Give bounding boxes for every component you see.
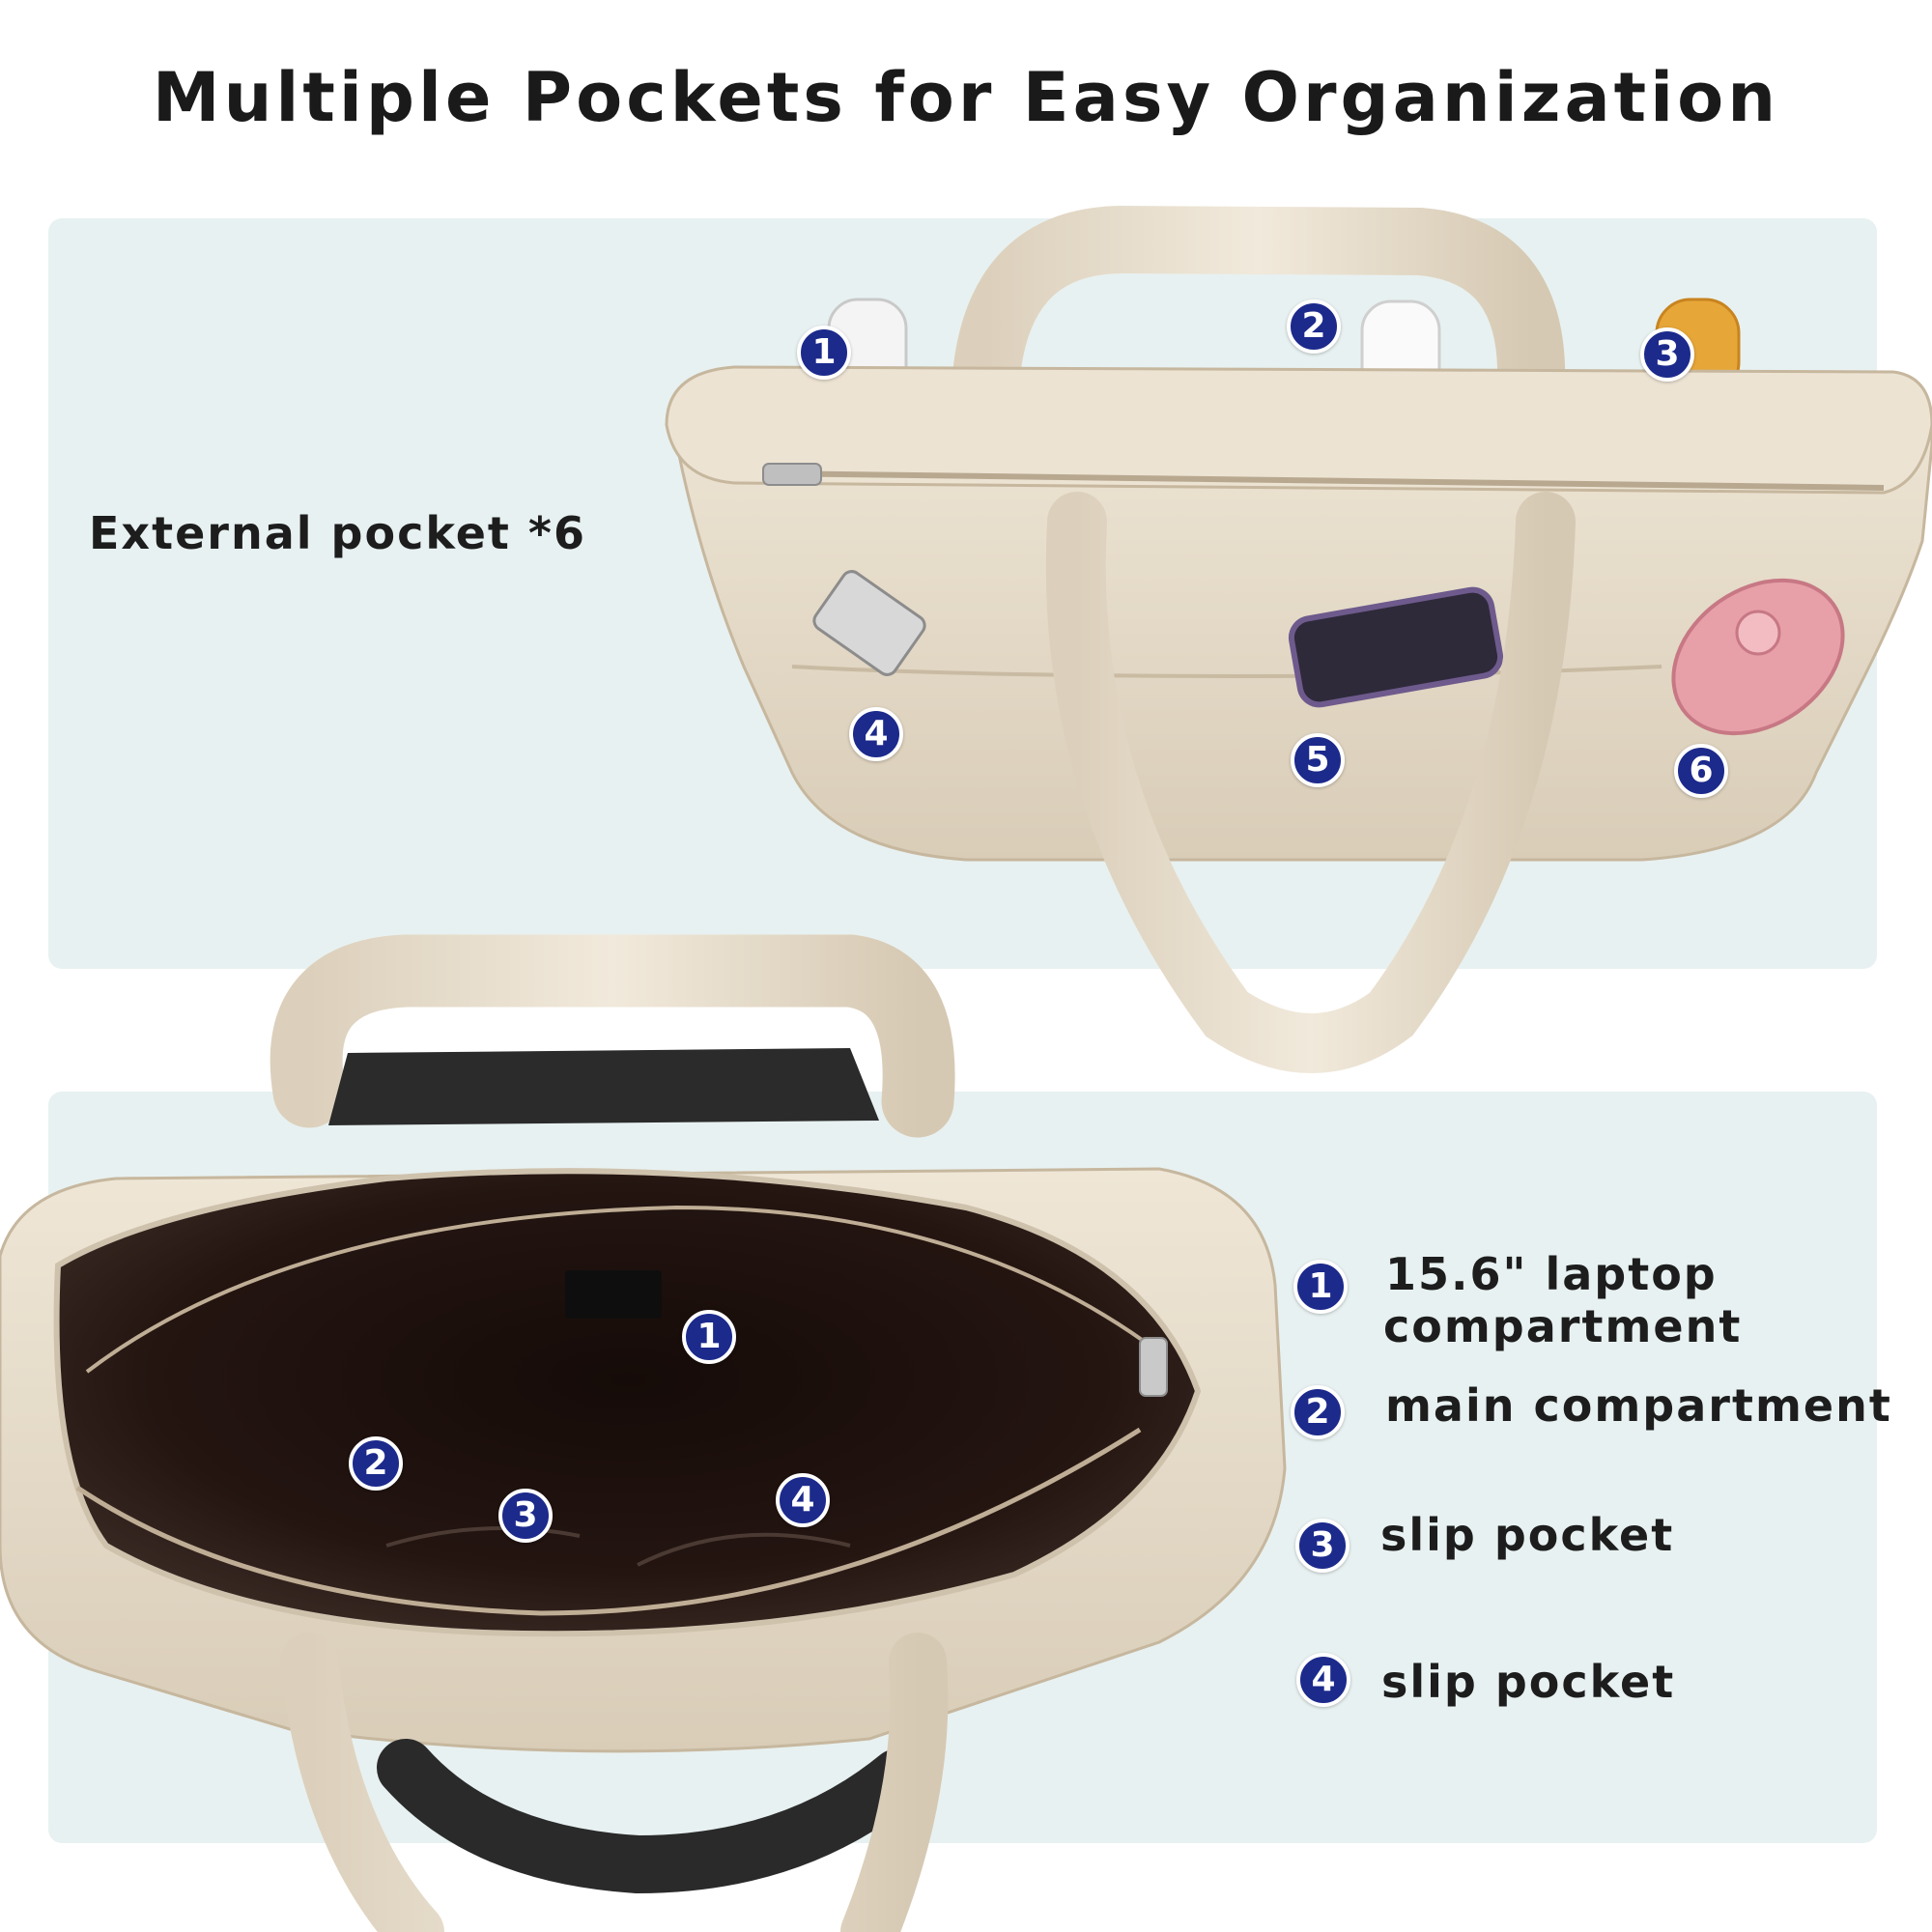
- external-pocket-badge-5: 5: [1291, 733, 1345, 787]
- legend-item-2: main compartment: [1385, 1379, 1892, 1432]
- legend-item-3: slip pocket: [1380, 1509, 1675, 1561]
- page-title: Multiple Pockets for Easy Organization: [152, 58, 1780, 137]
- internal-pocket-badge-1: 1: [682, 1310, 736, 1364]
- legend-badge-2: 2: [1291, 1385, 1345, 1439]
- legend-item-1-line-2: compartment: [1383, 1300, 1743, 1352]
- internal-pocket-badge-2: 2: [349, 1436, 403, 1491]
- internal-bag-image: [0, 934, 1287, 1932]
- external-pocket-badge-4: 4: [849, 707, 903, 761]
- legend-badge-1: 1: [1293, 1260, 1348, 1314]
- external-bag-image: [665, 205, 1932, 1073]
- external-pocket-label: External pocket *6: [89, 507, 586, 559]
- legend-badge-3: 3: [1295, 1519, 1350, 1573]
- legend-item-4: slip pocket: [1381, 1656, 1676, 1708]
- internal-pocket-badge-4: 4: [776, 1473, 830, 1527]
- external-pocket-badge-2: 2: [1287, 299, 1341, 354]
- external-pocket-badge-1: 1: [797, 326, 851, 380]
- legend-badge-4: 4: [1296, 1653, 1350, 1707]
- internal-pocket-badge-3: 3: [498, 1489, 553, 1543]
- legend-item-1-line-1: 15.6" laptop: [1385, 1248, 1718, 1300]
- external-pocket-badge-6: 6: [1674, 744, 1728, 798]
- external-pocket-badge-3: 3: [1640, 327, 1694, 382]
